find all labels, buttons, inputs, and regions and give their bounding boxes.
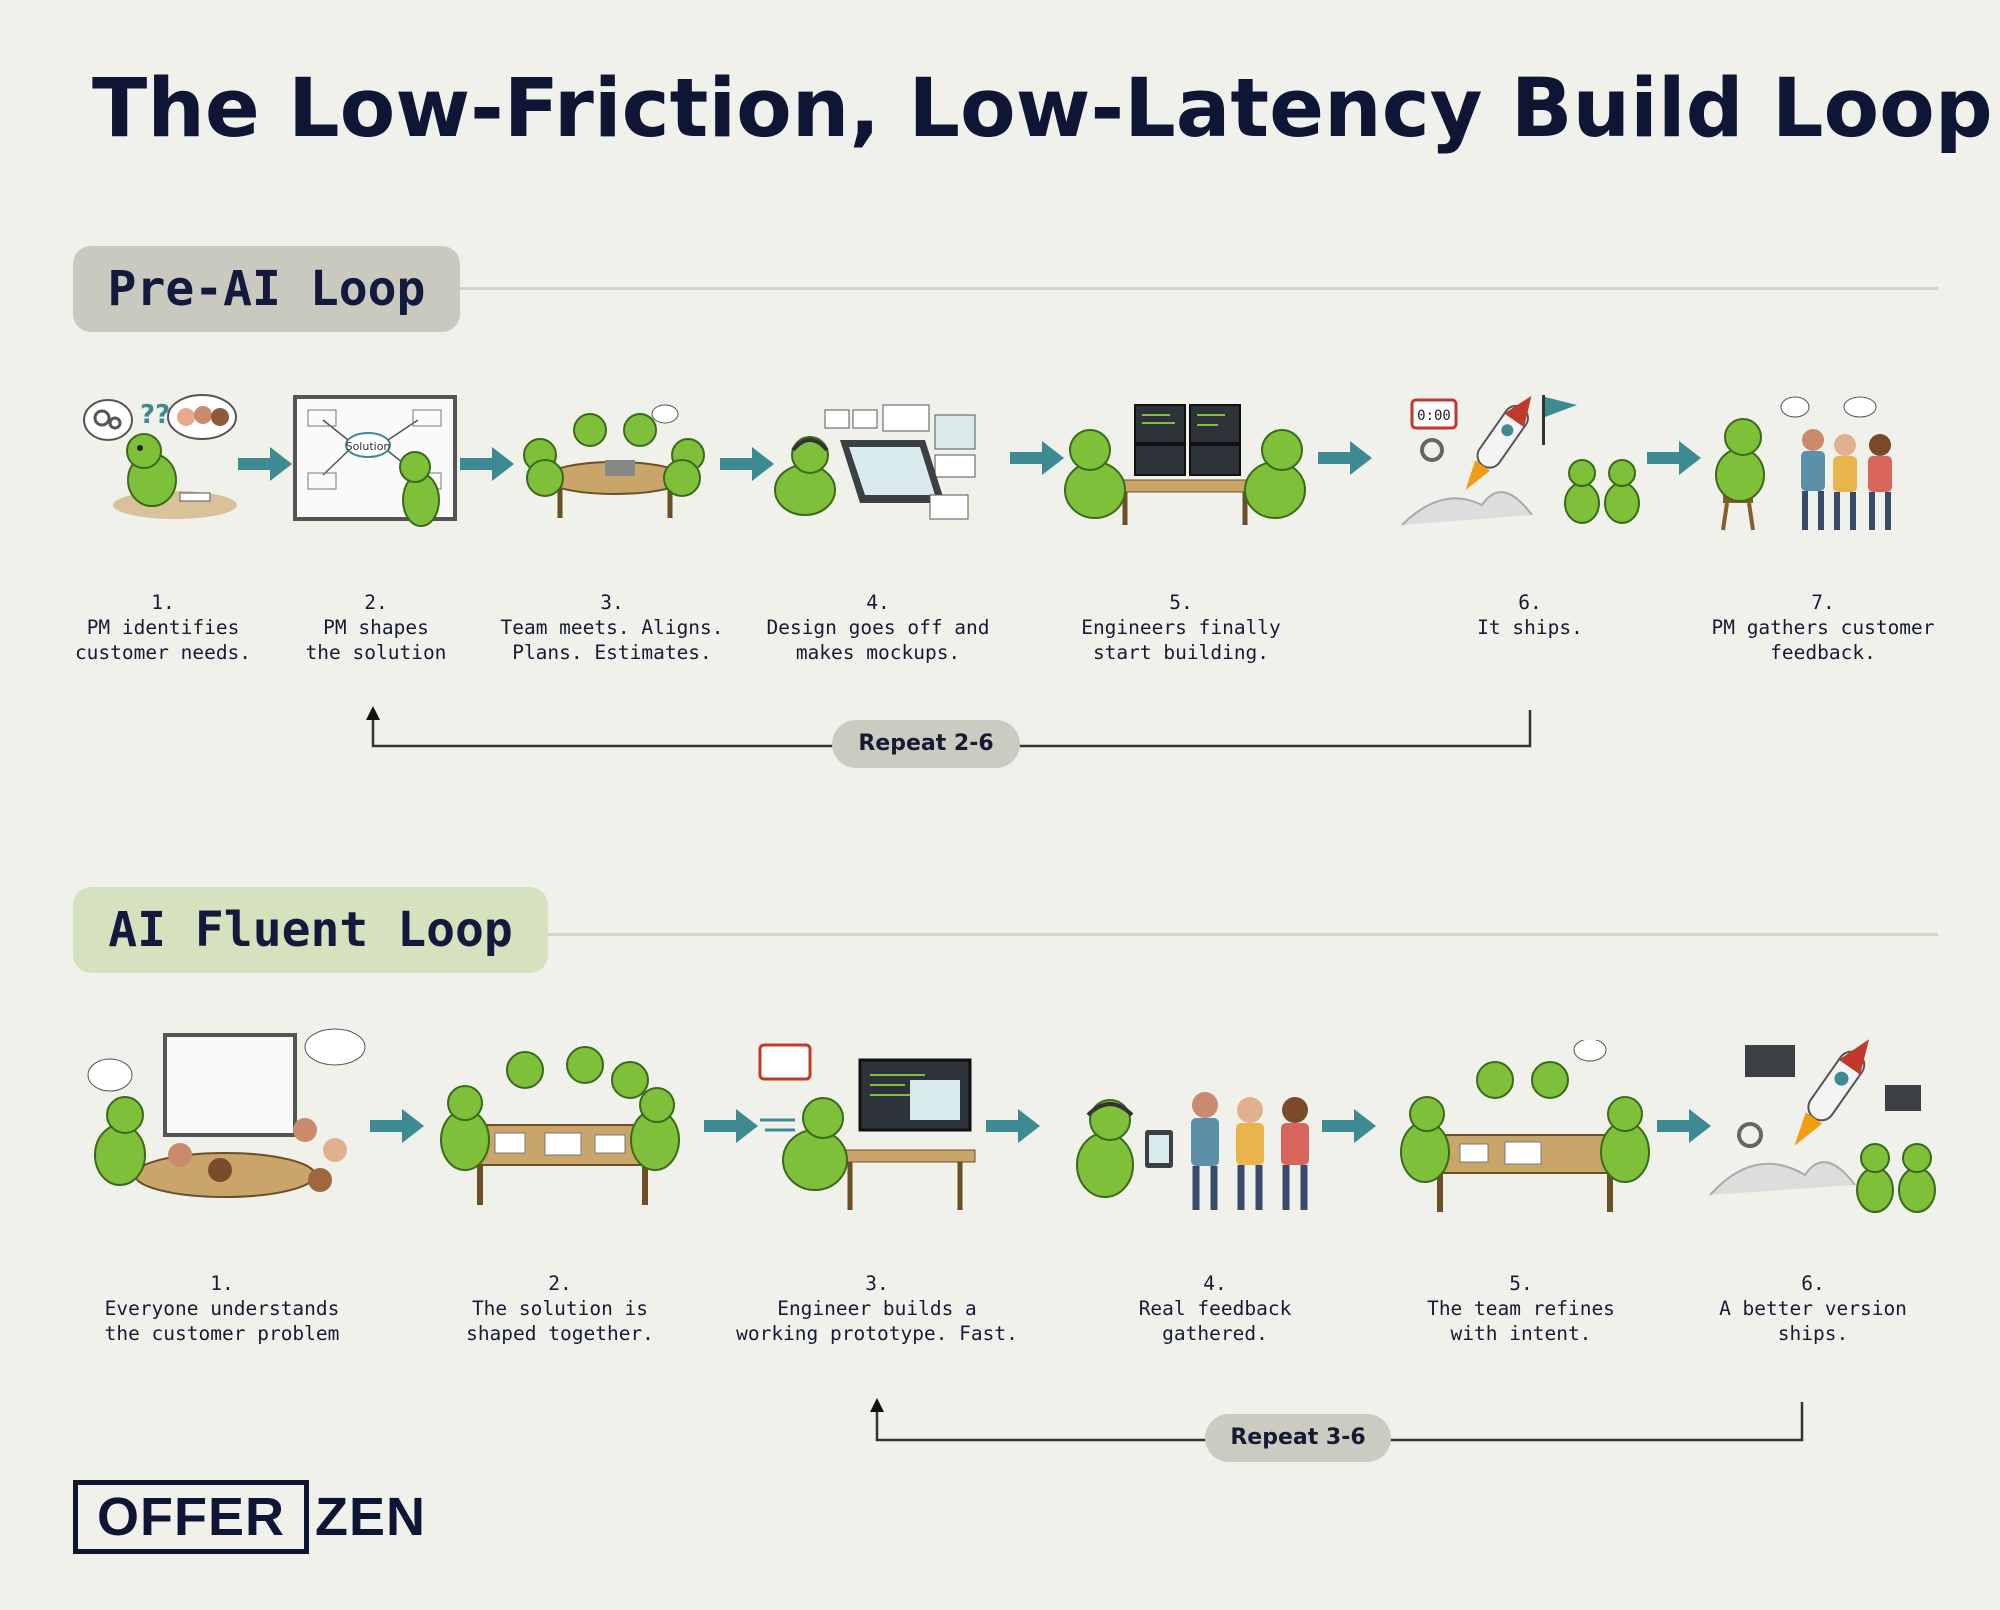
- step-caption: 5.The team refines with intent.: [1427, 1272, 1615, 1345]
- rocket-ship-icon: [1709, 1039, 1936, 1213]
- svg-text:??: ??: [140, 400, 170, 430]
- logo-plain-text: ZEN: [315, 1487, 426, 1547]
- flow-arrow-icon: [1010, 441, 1064, 475]
- step-caption: 3.Engineer builds a working prototype. F…: [736, 1272, 1018, 1345]
- team-table-icon: [440, 1046, 680, 1205]
- feedback-people-icon: [1076, 1092, 1309, 1210]
- logo-boxed-text: OFFER: [73, 1480, 309, 1554]
- step-caption: 6.It ships.: [1477, 591, 1583, 639]
- step-caption: 7.PM gathers customer feedback.: [1711, 591, 1935, 664]
- repeat-arrowhead-icon: [870, 1398, 884, 1412]
- step-caption: 3.Team meets. Aligns. Plans. Estimates.: [500, 591, 724, 664]
- whiteboard-solution-icon: Solution: [293, 395, 457, 527]
- flow-arrow-icon: [704, 1109, 758, 1143]
- team-meeting-icon: [523, 404, 705, 518]
- step-caption: 1.Everyone understands the customer prob…: [104, 1272, 340, 1345]
- rocket-launch-icon: 0:00: [1401, 395, 1640, 526]
- flow-arrow-icon: [986, 1109, 1040, 1143]
- repeat-3-6-badge: Repeat 3-6: [1205, 1414, 1391, 1462]
- section-divider: [548, 933, 1938, 936]
- svg-text:0:00: 0:00: [1417, 408, 1451, 424]
- repeat-arrowhead-icon: [366, 706, 380, 720]
- customer-feedback-icon: [1715, 396, 1892, 531]
- repeat-2-6-badge: Repeat 2-6: [832, 720, 1020, 768]
- ai-fluent-loop-label: AI Fluent Loop: [73, 887, 548, 973]
- step-caption: 2.PM shapes the solution: [305, 591, 447, 664]
- dino-thinking-icon: ??: [83, 394, 237, 519]
- team-refine-icon: [1400, 1040, 1650, 1212]
- flow-arrow-icon: [720, 447, 774, 481]
- flow-arrow-icon: [370, 1109, 424, 1143]
- step-caption: 6.A better version ships.: [1719, 1272, 1907, 1345]
- page-title: The Low-Friction, Low-Latency Build Loop: [92, 62, 1993, 156]
- pre-ai-loop-label: Pre-AI Loop: [73, 246, 460, 332]
- step-caption: 2.The solution is shaped together.: [466, 1272, 654, 1345]
- flow-arrow-icon: [1647, 441, 1701, 475]
- step-caption: 5.Engineers finally start building.: [1081, 591, 1281, 664]
- section-divider: [460, 287, 1938, 290]
- offerzen-logo: OFFER ZEN: [73, 1480, 433, 1554]
- engineers-monitors-icon: [1064, 404, 1306, 525]
- flow-arrow-icon: [1318, 441, 1372, 475]
- flow-arrow-icon: [460, 447, 514, 481]
- flow-arrow-icon: [1322, 1109, 1376, 1143]
- flow-arrow-icon: [1657, 1109, 1711, 1143]
- step-caption: 4.Real feedback gathered.: [1138, 1272, 1292, 1345]
- svg-text:Solution: Solution: [346, 440, 391, 453]
- group-whiteboard-icon: [87, 1028, 366, 1198]
- designer-tablet-icon: [774, 404, 976, 520]
- flow-arrow-icon: [238, 447, 292, 481]
- step-caption: 1.PM identifies customer needs.: [74, 591, 252, 664]
- engineer-prototype-icon: [758, 1043, 976, 1210]
- step-caption: 4.Design goes off and makes mockups.: [766, 591, 990, 664]
